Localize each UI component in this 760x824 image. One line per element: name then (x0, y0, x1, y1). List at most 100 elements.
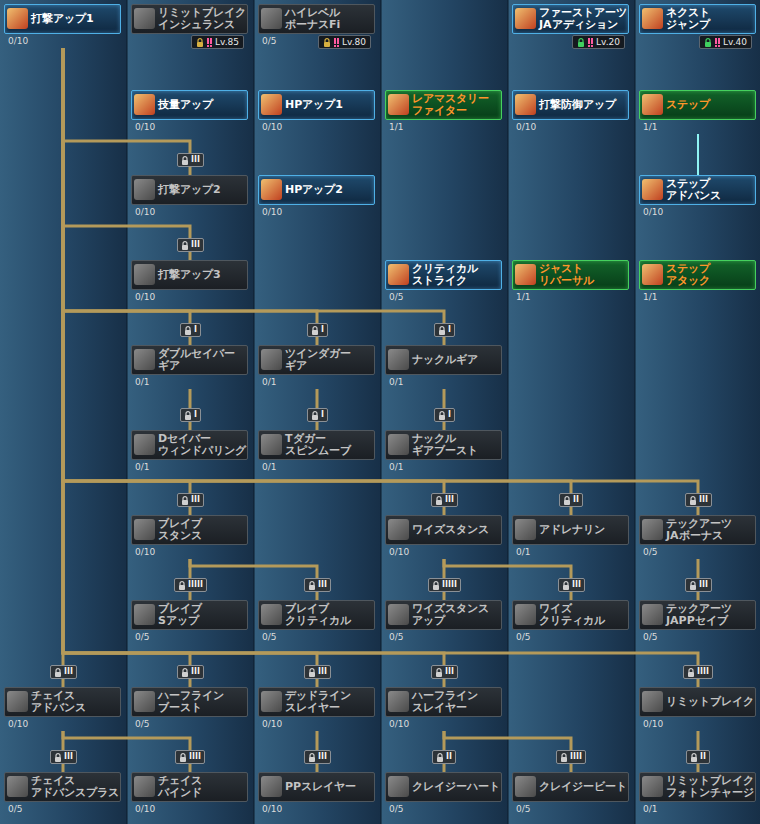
skill-icon (642, 264, 663, 285)
lock-badge: III (177, 238, 204, 252)
skill-name: リミットブレイク (666, 687, 754, 717)
unlock-requirement: II (700, 751, 706, 763)
unlock-requirement: III (191, 666, 200, 678)
level-requirement: Lv.80 (318, 35, 371, 49)
unlock-requirement: III (318, 579, 327, 591)
lock-icon (562, 581, 570, 590)
skill-level-count: 1/1 (643, 121, 756, 133)
skill-icon (515, 264, 536, 285)
skill-level-count: 0/5 (135, 631, 248, 643)
skill-name: Dセイバー ウィンドパリング (158, 430, 246, 460)
skill-level-count: 1/1 (389, 121, 502, 133)
skill-icon (388, 94, 409, 115)
level-requirement: Lv.20 (572, 35, 625, 49)
skill-name: ステップ (666, 90, 754, 120)
skill-name: デッドライン スレイヤー (285, 687, 373, 717)
skill-node: Dセイバー ウィンドパリング0/1 (131, 430, 248, 474)
skill-node: Tダガー スピンムーブ0/1 (258, 430, 375, 474)
skill-node: チェイス アドバンスプラス0/5 (4, 772, 121, 816)
skill-node: ハイレベル ボーナスFi0/5Lv.80 (258, 4, 375, 48)
skill-name: 打撃アップ3 (158, 260, 246, 290)
unlock-requirement: III (191, 239, 200, 251)
lock-icon (308, 753, 316, 762)
unlock-requirement: I (448, 409, 451, 421)
level-requirement: Lv.40 (699, 35, 752, 49)
skill-icon (388, 264, 409, 285)
skill-icon (388, 519, 409, 540)
skill-icon (261, 8, 282, 29)
lock-badge: III (304, 665, 331, 679)
skill-level-count: 0/10 (8, 718, 121, 730)
skill-node: ファーストアーツ JAアディションLv.20 (512, 4, 629, 48)
lock-badge: III (304, 750, 331, 764)
skill-icon (515, 519, 536, 540)
skill-icon (642, 94, 663, 115)
skill-icon (134, 8, 155, 29)
lock-badge: I (180, 323, 201, 337)
skill-node: クレイジーハート0/5 (385, 772, 502, 816)
skill-name: テックアーツ JAPPセイブ (666, 600, 754, 630)
skill-name: クレイジーハート (412, 772, 500, 802)
skill-name: チェイス バインド (158, 772, 246, 802)
skill-name: クリティカル ストライク (412, 260, 500, 290)
lock-badge: III (431, 493, 458, 507)
skill-level-count: 0/5 (516, 631, 629, 643)
skill-icon (388, 776, 409, 797)
skill-level-count: 0/1 (262, 376, 375, 388)
lock-icon (438, 411, 446, 420)
skill-node: クレイジービート0/5 (512, 772, 629, 816)
lock-icon (181, 496, 189, 505)
skill-level-count: 0/5 (8, 803, 121, 815)
lock-badge: III (50, 750, 77, 764)
skill-level-count: 0/10 (516, 121, 629, 133)
unlock-requirement: III (64, 666, 73, 678)
lock-badge: IIII (683, 665, 713, 679)
skill-level-count: 0/5 (389, 803, 502, 815)
skill-node: ステップ1/1 (639, 90, 756, 134)
unlock-requirement: III (191, 154, 200, 166)
skill-node: ブレイブ Sアップ0/5 (131, 600, 248, 644)
lock-icon (54, 753, 62, 762)
unlock-requirement: I (321, 324, 324, 336)
skill-icon (388, 691, 409, 712)
prerequisite-line (190, 559, 317, 600)
skill-icon (7, 776, 28, 797)
skill-icon (134, 94, 155, 115)
skill-name: リミットブレイク フォトンチャージ (666, 772, 754, 802)
prerequisite-line (63, 48, 698, 687)
lock-badge: IIII (175, 750, 205, 764)
skill-node: 打撃アップ20/10 (131, 175, 248, 219)
lock-icon (577, 38, 585, 47)
skill-level-count: 0/10 (262, 206, 375, 218)
skill-level-count: 0/5 (135, 718, 248, 730)
skill-level-count: 0/10 (135, 546, 248, 558)
skill-icon (261, 604, 282, 625)
lock-badge: III (50, 665, 77, 679)
skill-name: アドレナリン (539, 515, 627, 545)
lock-badge: I (434, 408, 455, 422)
lock-icon (689, 496, 697, 505)
skill-icon (134, 604, 155, 625)
skill-level-count: 0/10 (135, 121, 248, 133)
skill-node: ツインダガー ギア0/1 (258, 345, 375, 389)
skill-node: ジャスト リバーサル1/1 (512, 260, 629, 304)
skill-icon (642, 8, 663, 29)
skill-icon (515, 604, 536, 625)
lock-badge: III (558, 578, 585, 592)
lock-icon (311, 326, 319, 335)
lock-icon (690, 753, 698, 762)
lock-badge: III (177, 665, 204, 679)
lock-icon (181, 668, 189, 677)
skill-level-count: 0/10 (262, 121, 375, 133)
skill-name: ステップ アタック (666, 260, 754, 290)
prerequisite-line (63, 48, 698, 515)
unlock-requirement: IIIII (442, 579, 457, 591)
lock-badge: I (180, 408, 201, 422)
lock-badge: II (559, 493, 583, 507)
skill-node: PPスレイヤー0/10 (258, 772, 375, 816)
lock-icon (560, 753, 568, 762)
skill-icon (261, 434, 282, 455)
skill-icon (388, 434, 409, 455)
